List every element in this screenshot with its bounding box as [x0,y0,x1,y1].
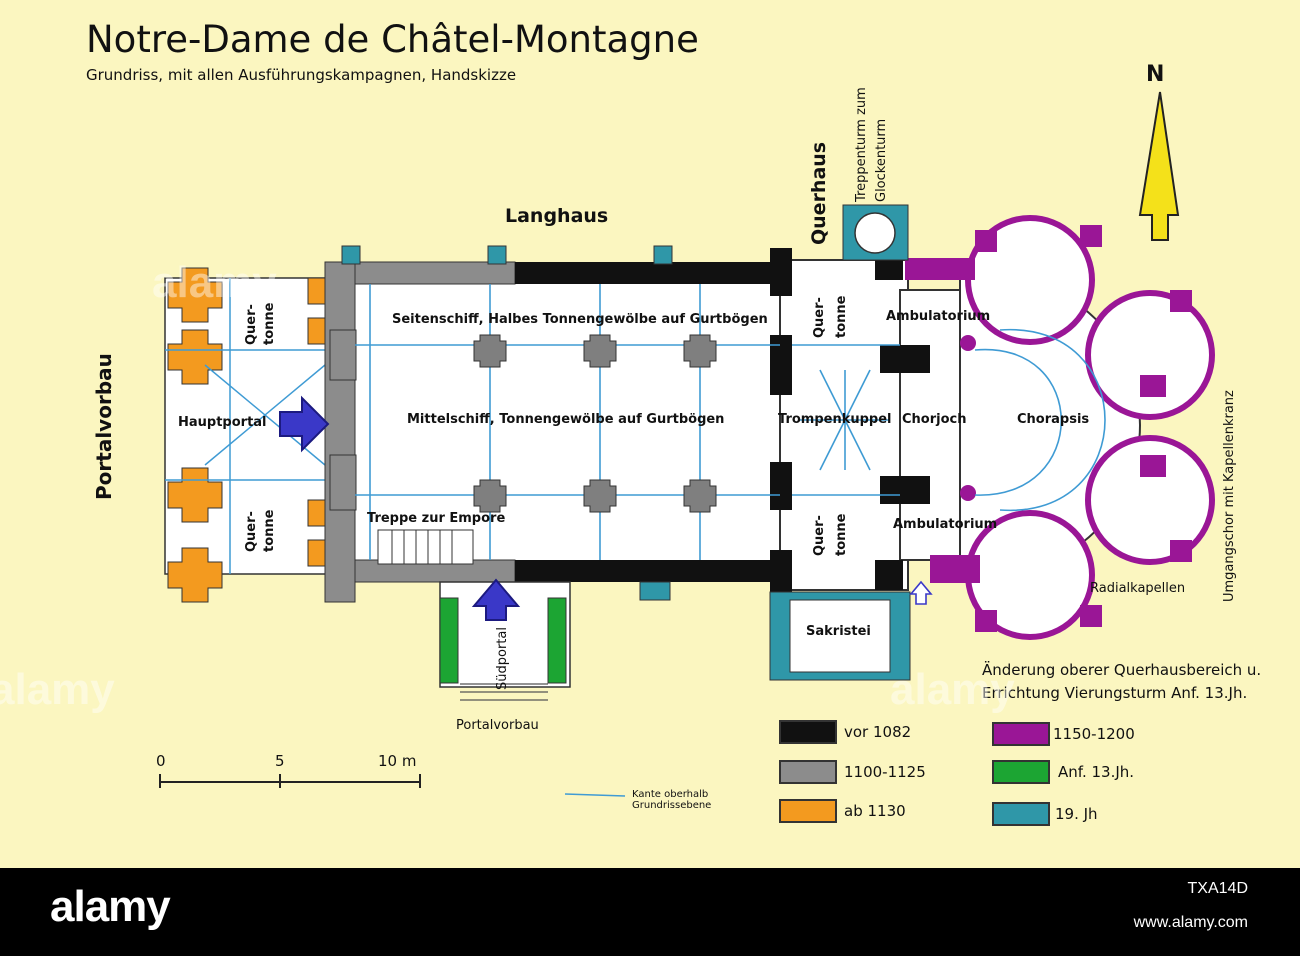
kante-note-2: Grundrissebene [632,800,712,811]
sakristei-interior [789,599,891,673]
diagram-title: Notre-Dame de Châtel-Montagne [86,18,699,61]
diagram-canvas: Notre-Dame de Châtel-Montagne Grundriss,… [0,0,1300,868]
suedportal-label: Südportal [495,627,510,690]
floor-plan [159,91,1215,797]
footer-bar: alamy TXA14D www.alamy.com [0,868,1300,956]
diagram-subtitle: Grundriss, mit allen Ausführungskampagne… [86,66,517,84]
chorjoch-label: Chorjoch [902,412,967,427]
stair-turret [854,212,896,254]
legend-swatch-5 [992,802,1050,826]
umgangschor-label: Umgangschor mit Kapellenkranz [1222,390,1237,602]
trompenkuppel-label: Trompenkuppel [778,412,892,427]
legend-label-3: 1150-1200 [1053,725,1135,743]
quertonne-ne-label-2: tonne [834,295,849,338]
treppenturm-label-1: Treppenturm zum [854,87,869,202]
legend-label-4: Anf. 13.Jh. [1058,763,1135,781]
watermark-2: alamy [0,665,115,714]
quertonne-nw-label-1: Quer- [244,304,259,345]
ambulatorium-south-label: Ambulatorium [893,517,998,532]
ambulatorium-north-label: Ambulatorium [886,309,991,324]
mittelschiff-label: Mittelschiff, Tonnengewölbe auf Gurtböge… [407,412,725,427]
change-note-2: Errichtung Vierungsturm Anf. 13.Jh. [982,684,1248,702]
sakristei-door-arrow [909,580,933,605]
kante-legend-line [564,793,626,797]
narthex-piers [167,267,329,603]
north-label: N [1146,62,1165,87]
watermark-1: alamy [152,258,277,307]
quertonne-se-label-1: Quer- [812,515,827,556]
portalvorbau-west-label: Portalvorbau [92,353,116,500]
nave-piers [473,334,717,513]
quertonne-ne-label-1: Quer- [812,297,827,338]
brand-logo: alamy [50,882,171,931]
north-arrow-icon [1138,91,1180,241]
legend-label-0: vor 1082 [844,723,912,741]
legend-label-2: ab 1130 [844,802,906,820]
hauptportal-arrow [279,395,330,453]
legend-swatch-1 [779,760,837,784]
legend-swatch-2 [779,799,837,823]
querhaus-label: Querhaus [808,141,830,245]
chapel-buttresses [905,225,1192,632]
suedportal-arrow [471,578,521,621]
quertonne-sw-label-1: Quer- [244,511,259,552]
legend-swatch-3 [992,722,1050,746]
transept-interior [779,259,909,591]
legend-swatch-0 [779,720,837,744]
chorapsis-label: Chorapsis [1017,412,1090,427]
seitenschiff-label: Seitenschiff, Halbes Tonnengewölbe auf G… [392,312,768,327]
treppe-label: Treppe zur Empore [367,511,506,526]
langhaus-label: Langhaus [505,205,609,227]
kante-note-1: Kante oberhalb [632,789,709,800]
langhaus-interior [339,279,781,571]
watermark-3: alamy [890,665,1015,714]
legend-label-1: 1100-1125 [844,763,926,781]
quertonne-nw-label-2: tonne [262,302,277,345]
radialkapellen-label: Radialkapellen [1090,581,1186,596]
west-walls [324,261,516,603]
portalvorbau-sued-label: Portalvorbau [456,718,539,733]
scale-tick-0: 0 [156,752,166,770]
early-walls [515,248,930,598]
hauptportal-label: Hauptportal [178,415,267,430]
quertonne-sw-label-2: tonne [262,509,277,552]
scale-tick-5: 5 [275,752,285,770]
gallery-stair [377,529,474,565]
legend-swatch-4 [992,760,1050,784]
quertonne-se-label-2: tonne [834,513,849,556]
site-url: www.alamy.com [1133,914,1248,931]
treppenturm-label-2: Glockenturm [874,118,889,202]
change-note-1: Änderung oberer Querhausbereich u. [982,661,1262,679]
chorjoch-interior [899,289,971,561]
scale-bar [159,774,421,788]
sakristei-label: Sakristei [806,624,871,639]
image-id: TXA14D [1187,880,1248,897]
scale-tick-10: 10 m [378,752,417,770]
legend-label-5: 19. Jh [1055,805,1098,823]
